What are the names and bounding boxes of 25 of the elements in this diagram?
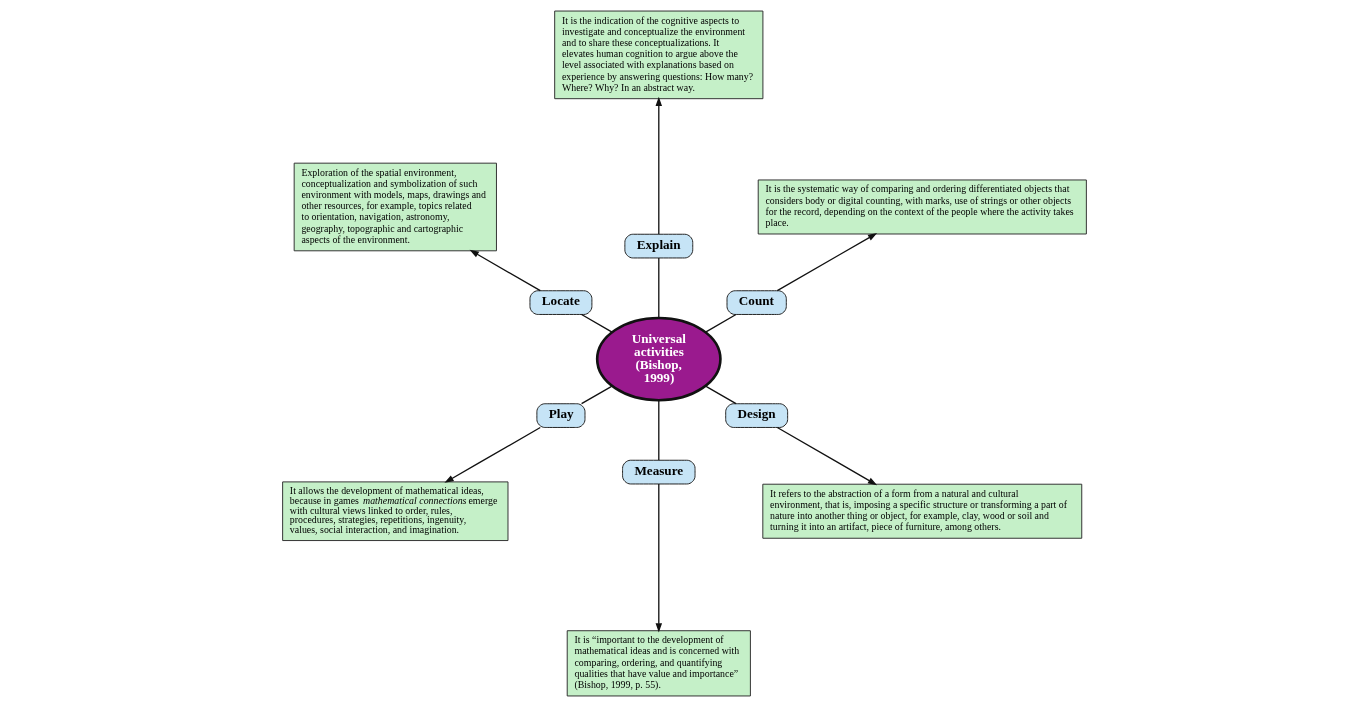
connector [657, 399, 659, 461]
arrow [469, 249, 541, 292]
node-box: Locate [528, 290, 592, 315]
arrow [655, 96, 662, 235]
node-ellipse: Universal activities (Bishop, 1999) [595, 316, 722, 402]
arrow [776, 233, 877, 292]
node-box: It is the systematic way of comparing and ordering differentiated objects that considers body or digital counting, with marks, use of strings or other objects for the record, depending on the context of the people where the activity takes place. [757, 179, 1087, 235]
arrow [443, 426, 541, 483]
arrow [776, 426, 877, 486]
connector [580, 385, 613, 405]
node-box: Measure [621, 459, 696, 485]
node-box: Exploration of the spatial environment, conceptualization and symbolization of such environment with models, maps, drawings and other resources, for example, topics related to orientation, navigation, astronomy, geography, topographic and cartographic aspects of the environment. [293, 162, 497, 252]
node-box: It is “important to the development of mathematical ideas and is concerned with comparing, ordering, and quantifying qualities that have value and importance” (Bishop, 1999, p. 55). [566, 630, 751, 697]
arrow [655, 483, 662, 633]
node-box: Design [724, 403, 788, 428]
connector [580, 313, 613, 333]
connector [704, 313, 737, 333]
connector [704, 385, 737, 405]
node-box: It refers to the abstraction of a form from a natural and cultural environment, that is, imposing a specific structure or transforming a part of nature into another thing or object, for example, clay, wood or soil and turning it into an artifact, piece of furniture, among others. [761, 483, 1082, 539]
node-box: Play [535, 403, 585, 428]
node-box: It allows the development of mathematical ideas, because in games mathematical connections emerge with cultural views linked to order, rules, procedures, strategies, repetitions, ingenuity, values, social interaction, and imagination. [281, 481, 508, 542]
connector [657, 257, 659, 319]
node-box: Explain [623, 233, 693, 259]
node-box: Count [726, 290, 787, 315]
node-box: It is the indication of the cognitive aspects to investigate and conceptualize the environment and to share these conceptualizations. It elevates human cognition to argue above the level associated with explanations based on experience by answering questions: How many? Where? Why? In an abstract way. [553, 10, 763, 100]
